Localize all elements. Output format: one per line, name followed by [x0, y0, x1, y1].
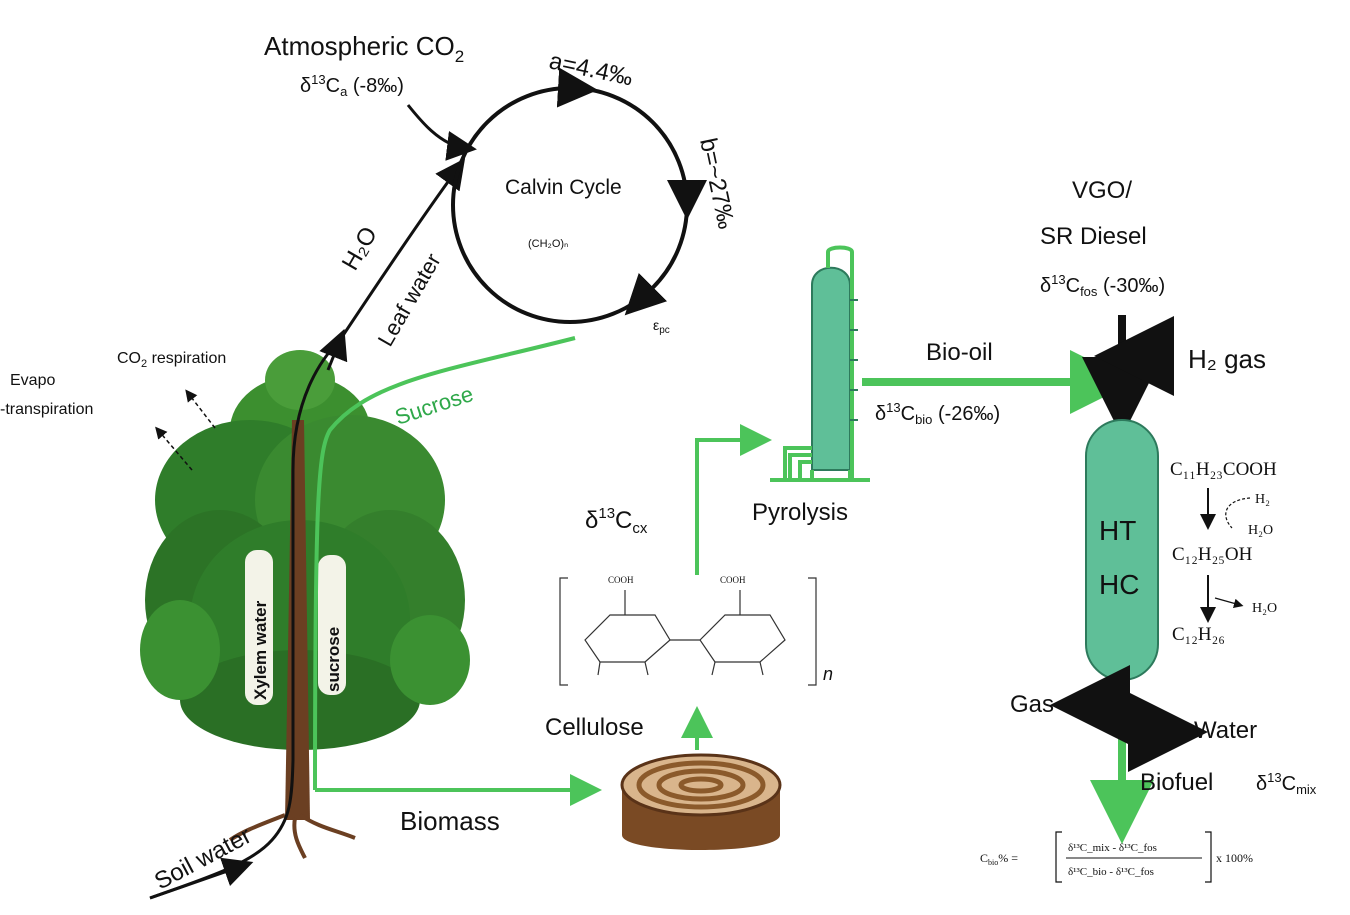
water-up-arrow	[319, 328, 348, 371]
sucrose-arc-label: Sucrose	[392, 381, 476, 430]
calvin-cycle-circle	[451, 86, 689, 324]
xylem-water-label: Xylem water	[251, 600, 270, 700]
fractionation-a-label: a=4.4‰	[547, 47, 635, 91]
reactor-label-line1: HT	[1099, 515, 1136, 546]
calvin-arrow-bottom	[624, 272, 668, 316]
reaction-water-release	[1214, 597, 1244, 609]
reaction-h2o-1: H₂O	[1248, 523, 1273, 538]
soil-water-arrow	[149, 857, 254, 900]
fractionation-b-label: b=~27‰	[694, 136, 740, 232]
reaction-alkane: C₁₂H₂₆	[1172, 624, 1225, 645]
biofuel-label: Biofuel	[1140, 769, 1213, 796]
fossil-delta-label: δ13Cfos (-30‰)	[1040, 272, 1165, 299]
svg-text:Cbio% =: Cbio% =	[980, 851, 1018, 867]
calvin-product-label: (CH₂O)ₙ	[528, 238, 568, 250]
bio-fraction-formula: Cbio% = δ¹³C_mix - δ¹³C_fos δ¹³C_bio - δ…	[980, 831, 1253, 883]
cellulose-to-pyrolysis-arrow	[695, 424, 772, 575]
water-label: Water	[1194, 717, 1257, 744]
hthc-reactor	[1085, 419, 1159, 681]
cooh-label-1: COOH	[608, 575, 634, 585]
cellulose-label: Cellulose	[545, 714, 644, 741]
biofuel-delta-label: δ13Cmix	[1256, 770, 1317, 797]
tree-trunk	[228, 420, 356, 859]
reaction-curl-1	[1225, 497, 1251, 529]
reactor-label-line2: HC	[1099, 569, 1139, 600]
evapotranspiration-arrow	[155, 426, 193, 471]
formula-numerator: δ¹³C_mix - δ¹³C_fos	[1068, 842, 1157, 854]
pyrolysis-label: Pyrolysis	[752, 499, 848, 526]
xylem-water-label-box: Xylem water	[245, 550, 273, 705]
co2-into-cycle-arrow	[406, 104, 477, 161]
gas-label: Gas	[1010, 691, 1054, 718]
atmospheric-co2-label: Atmospheric CO2	[264, 31, 464, 66]
reaction-acid: C₁₁H₂₃COOH	[1170, 459, 1277, 480]
bio-oil-label: Bio-oil	[926, 339, 993, 366]
delta-cx-label: δ13Ccx	[585, 505, 648, 537]
evapo-label-line2: -transpiration	[0, 401, 93, 418]
h2-gas-label: H₂ gas	[1188, 344, 1266, 374]
cellulose-structure	[559, 577, 817, 686]
vgo-label-line2: SR Diesel	[1040, 223, 1147, 250]
sucrose-trunk-label: sucrose	[324, 627, 343, 692]
calvin-cycle-title: Calvin Cycle	[505, 176, 622, 199]
sucrose-trunk-label-box: sucrose	[318, 555, 346, 695]
reaction-alcohol: C₁₂H₂₅OH	[1172, 544, 1253, 565]
polymer-n-label: n	[823, 664, 833, 684]
vgo-label-line1: VGO/	[1072, 177, 1132, 204]
cooh-label-2: COOH	[720, 575, 746, 585]
atmospheric-delta-label: δ13Ca (-8‰)	[300, 72, 404, 99]
formula-denominator: δ¹³C_bio - δ¹³C_fos	[1068, 866, 1154, 878]
reaction-h2: H₂	[1255, 492, 1270, 507]
epsilon-pc-label: εpc	[653, 317, 670, 336]
leaf-water-label: Leaf water	[373, 249, 446, 350]
co2-respiration-label: CO2 respiration	[117, 350, 226, 370]
pyrolysis-column	[770, 245, 870, 482]
leaf-water-arrow	[338, 158, 466, 341]
formula-rhs: x 100%	[1216, 851, 1253, 865]
calvin-arrow-top	[556, 67, 598, 108]
co2-respiration-arrow	[185, 389, 216, 429]
wood-stump	[620, 753, 782, 850]
evapo-label-line1: Evapo	[10, 372, 55, 389]
sucrose-transport-line	[313, 336, 576, 791]
biomass-label: Biomass	[400, 806, 500, 836]
bio-oil-delta-label: δ13Cbio (-26‰)	[875, 400, 1000, 427]
soil-water-label: Soil water	[150, 822, 256, 895]
reaction-h2o-2: H₂O	[1252, 601, 1277, 616]
h2o-label: H₂O	[337, 222, 383, 275]
